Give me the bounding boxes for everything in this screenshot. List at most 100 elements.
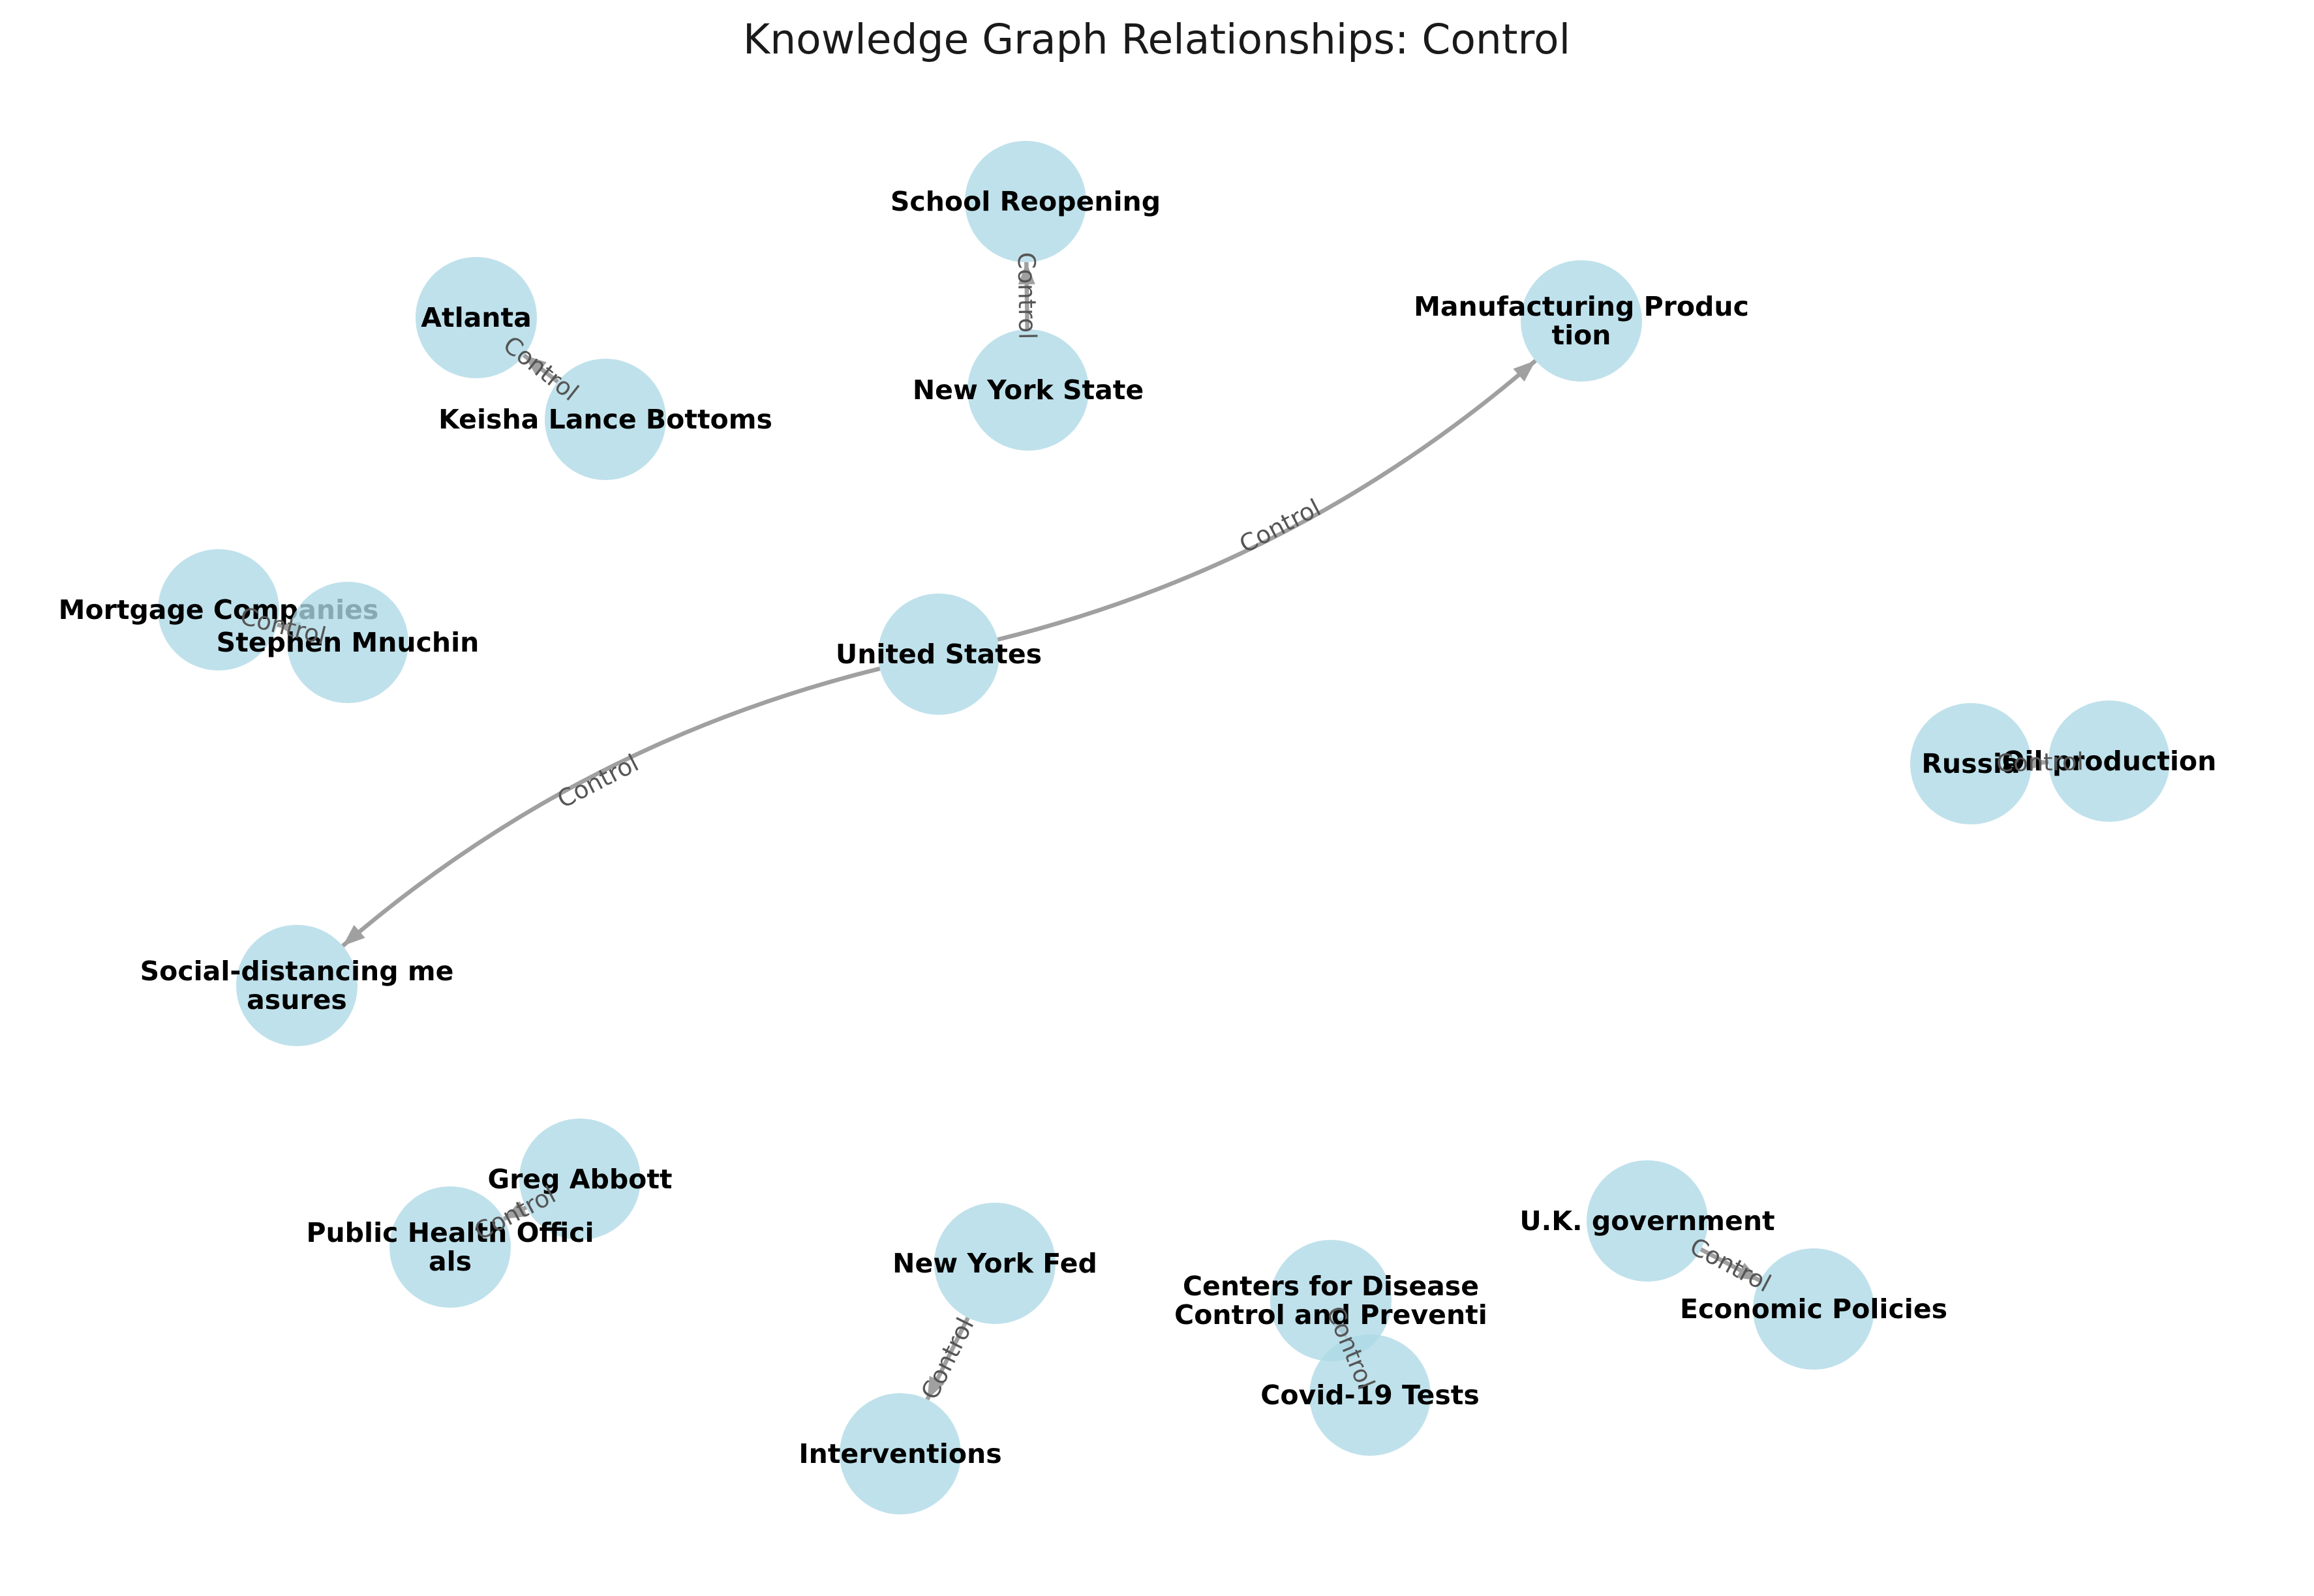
node-label: Keisha Lance Bottoms [438, 404, 772, 435]
edge-label: Control [1235, 494, 1326, 559]
node-economic-policies[interactable]: Economic Policies [1680, 1248, 1947, 1370]
node-label: Covid-19 Tests [1260, 1379, 1479, 1411]
node-label-line: Social-distancing me [140, 956, 454, 987]
edge-united-states-to-manufacturing-production [997, 359, 1537, 642]
node-circle [1587, 1160, 1708, 1282]
node-label-line: Economic Policies [1680, 1293, 1947, 1325]
node-greg-abbott[interactable]: Greg Abbott [487, 1119, 673, 1240]
node-label: School Reopening [891, 186, 1161, 217]
node-circle [416, 257, 537, 378]
edges-layer [277, 262, 2049, 1401]
node-new-york-state[interactable]: New York State [913, 329, 1144, 451]
edge-label: Control [1012, 252, 1042, 339]
node-label-line: School Reopening [891, 186, 1161, 217]
node-label-line: Atlanta [421, 302, 532, 333]
arrowhead-icon [1513, 360, 1536, 382]
node-covid-tests[interactable]: Covid-19 Tests [1260, 1334, 1480, 1456]
edge-united-states-to-social-distancing [341, 667, 881, 948]
edge-russia-to-oil-production [2026, 754, 2049, 772]
node-label-line: New York Fed [892, 1248, 1097, 1279]
node-label-line: Interventions [799, 1438, 1001, 1469]
edge-line [997, 359, 1537, 642]
node-circle [158, 549, 279, 670]
node-circle [1270, 1240, 1392, 1361]
node-united-states[interactable]: United States [836, 594, 1042, 715]
node-label: U.K. government [1519, 1205, 1774, 1237]
node-label: Interventions [799, 1438, 1001, 1469]
node-label-line: Public Health Offici [306, 1217, 594, 1248]
node-label-line: Centers for Disease [1183, 1271, 1479, 1302]
node-label-line: Manufacturing Produc [1414, 291, 1749, 322]
arrowhead-icon [524, 355, 547, 376]
node-label-line: tion [1551, 320, 1611, 351]
edge-label: Control [1685, 1232, 1775, 1298]
node-interventions[interactable]: Interventions [799, 1393, 1002, 1514]
node-circle [1309, 1334, 1431, 1456]
arrowhead-icon [1736, 1263, 1760, 1281]
node-label-line: asures [247, 984, 347, 1016]
node-russia[interactable]: Russia [1910, 703, 2032, 824]
node-label: United States [836, 639, 1042, 670]
edge-keisha-lance-bottoms-to-atlanta [523, 354, 559, 384]
node-school-reopening[interactable]: School Reopening [891, 141, 1161, 262]
node-label: Atlanta [421, 302, 532, 333]
node-uk-government[interactable]: U.K. government [1519, 1160, 1775, 1282]
node-circle [1910, 703, 2032, 824]
edge-line [341, 667, 881, 948]
node-circle [878, 594, 999, 715]
node-label-line: Russia [1921, 748, 2020, 779]
edge-label: Control [1996, 747, 2084, 777]
node-circle [519, 1119, 641, 1240]
node-label: Oil production [2002, 745, 2217, 777]
node-circle [287, 582, 408, 703]
node-circle [967, 329, 1089, 451]
node-label: Stephen Mnuchin [217, 627, 480, 658]
node-label: New York Fed [892, 1248, 1097, 1279]
node-oil-production[interactable]: Oil production [2002, 700, 2217, 822]
node-new-york-fed[interactable]: New York Fed [892, 1203, 1097, 1324]
node-circle [236, 925, 358, 1046]
node-circle [2048, 700, 2170, 822]
node-label-line: Stephen Mnuchin [217, 627, 480, 658]
node-label-line: United States [836, 639, 1042, 670]
edge-label: Control [916, 1314, 980, 1404]
arrowhead-icon [343, 925, 365, 946]
node-label: New York State [913, 374, 1144, 406]
node-label-line: Covid-19 Tests [1260, 1379, 1479, 1411]
node-label: Greg Abbott [487, 1164, 672, 1195]
edge-label: Control [498, 331, 584, 407]
node-label-line: Oil production [2002, 745, 2217, 777]
node-circle [934, 1203, 1056, 1324]
node-circle [1753, 1248, 1874, 1370]
node-label-line: Keisha Lance Bottoms [438, 404, 772, 435]
node-label: Russia [1921, 748, 2020, 779]
node-label-line: New York State [913, 374, 1144, 406]
node-circle [1521, 260, 1642, 382]
node-label: Economic Policies [1680, 1293, 1947, 1325]
node-circle [965, 141, 1086, 262]
edge-new-york-fed-to-interventions [925, 1316, 970, 1401]
edge-greg-abbott-to-public-health-officials [502, 1201, 528, 1221]
node-circle [840, 1393, 961, 1514]
node-keisha-lance-bottoms[interactable]: Keisha Lance Bottoms [438, 359, 772, 480]
edge-label: Control [553, 749, 643, 814]
node-stephen-mnuchin[interactable]: Stephen Mnuchin [217, 582, 480, 703]
node-circle [545, 359, 666, 480]
arrowhead-icon [1018, 262, 1035, 285]
arrowhead-icon [927, 1376, 945, 1400]
node-atlanta[interactable]: Atlanta [416, 257, 537, 378]
edge-uk-government-to-economic-policies [1699, 1247, 1761, 1283]
edge-new-york-state-to-school-reopening [1018, 262, 1035, 330]
arrowhead-icon [2026, 754, 2049, 772]
node-label-line: als [429, 1246, 472, 1277]
graph-title: Knowledge Graph Relationships: Control [743, 16, 1570, 63]
